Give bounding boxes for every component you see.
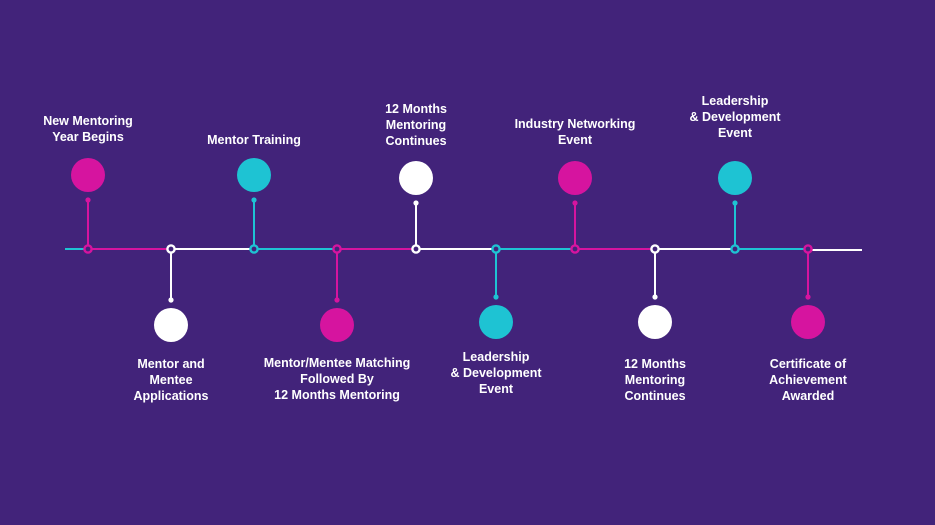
milestone-stem-tip	[493, 294, 499, 300]
timeline-node	[650, 244, 660, 254]
timeline-node	[249, 244, 259, 254]
milestone-circle	[638, 305, 672, 339]
milestone-leadership-development-event-2	[718, 161, 752, 254]
milestone-mentor-and-mentee-applications	[154, 244, 188, 342]
milestone-stem-tip	[85, 197, 91, 203]
milestone-certificate-of-achievement-awarded	[791, 244, 825, 339]
milestone-stem-tip	[251, 197, 257, 203]
milestone-label-12-months-mentoring-continues-1: 12 Months Mentoring Continues	[385, 102, 447, 148]
milestone-circle	[399, 161, 433, 195]
timeline-node	[730, 244, 740, 254]
milestone-label-industry-networking-event: Industry Networking Event	[514, 117, 636, 147]
milestone-stem-tip	[805, 294, 811, 300]
milestone-label-mentor-training: Mentor Training	[207, 133, 301, 147]
milestone-leadership-development-event-1	[479, 244, 513, 339]
milestone-circle	[71, 158, 105, 192]
milestone-label-mentor-and-mentee-applications: Mentor and Mentee Applications	[133, 357, 209, 403]
milestone-stem-tip	[732, 200, 738, 206]
milestone-stem-tip	[168, 297, 174, 303]
milestone-stem-tip	[572, 200, 578, 206]
milestone-circle	[791, 305, 825, 339]
milestone-label-leadership-development-event-2: Leadership & Development Event	[689, 94, 781, 140]
milestone-layer	[71, 158, 825, 342]
milestone-stem-tip	[334, 297, 340, 303]
timeline-node	[491, 244, 501, 254]
milestone-industry-networking-event	[558, 161, 592, 254]
milestone-mentor-training	[237, 158, 271, 254]
milestone-new-mentoring-year-begins	[71, 158, 105, 254]
milestone-label-leadership-development-event-1: Leadership & Development Event	[450, 350, 542, 396]
timeline-node	[411, 244, 421, 254]
milestone-mentor-mentee-matching	[320, 244, 354, 342]
milestone-label-certificate-of-achievement-awarded: Certificate of Achievement Awarded	[769, 357, 847, 403]
timeline-node	[803, 244, 813, 254]
milestone-circle	[558, 161, 592, 195]
milestone-circle	[718, 161, 752, 195]
milestone-stem-tip	[413, 200, 419, 206]
timeline-node	[332, 244, 342, 254]
timeline-node	[166, 244, 176, 254]
milestone-circle	[237, 158, 271, 192]
timeline-node	[570, 244, 580, 254]
milestone-label-mentor-mentee-matching: Mentor/Mentee Matching Followed By 12 Mo…	[263, 356, 411, 402]
milestone-12-months-mentoring-continues-1	[399, 161, 433, 254]
milestone-label-12-months-mentoring-continues-2: 12 Months Mentoring Continues	[624, 357, 686, 403]
milestone-label-new-mentoring-year-begins: New Mentoring Year Begins	[43, 114, 133, 144]
milestone-circle	[320, 308, 354, 342]
milestone-stem-tip	[652, 294, 658, 300]
milestone-12-months-mentoring-continues-2	[638, 244, 672, 339]
milestone-circle	[479, 305, 513, 339]
milestone-circle	[154, 308, 188, 342]
timeline-node	[83, 244, 93, 254]
